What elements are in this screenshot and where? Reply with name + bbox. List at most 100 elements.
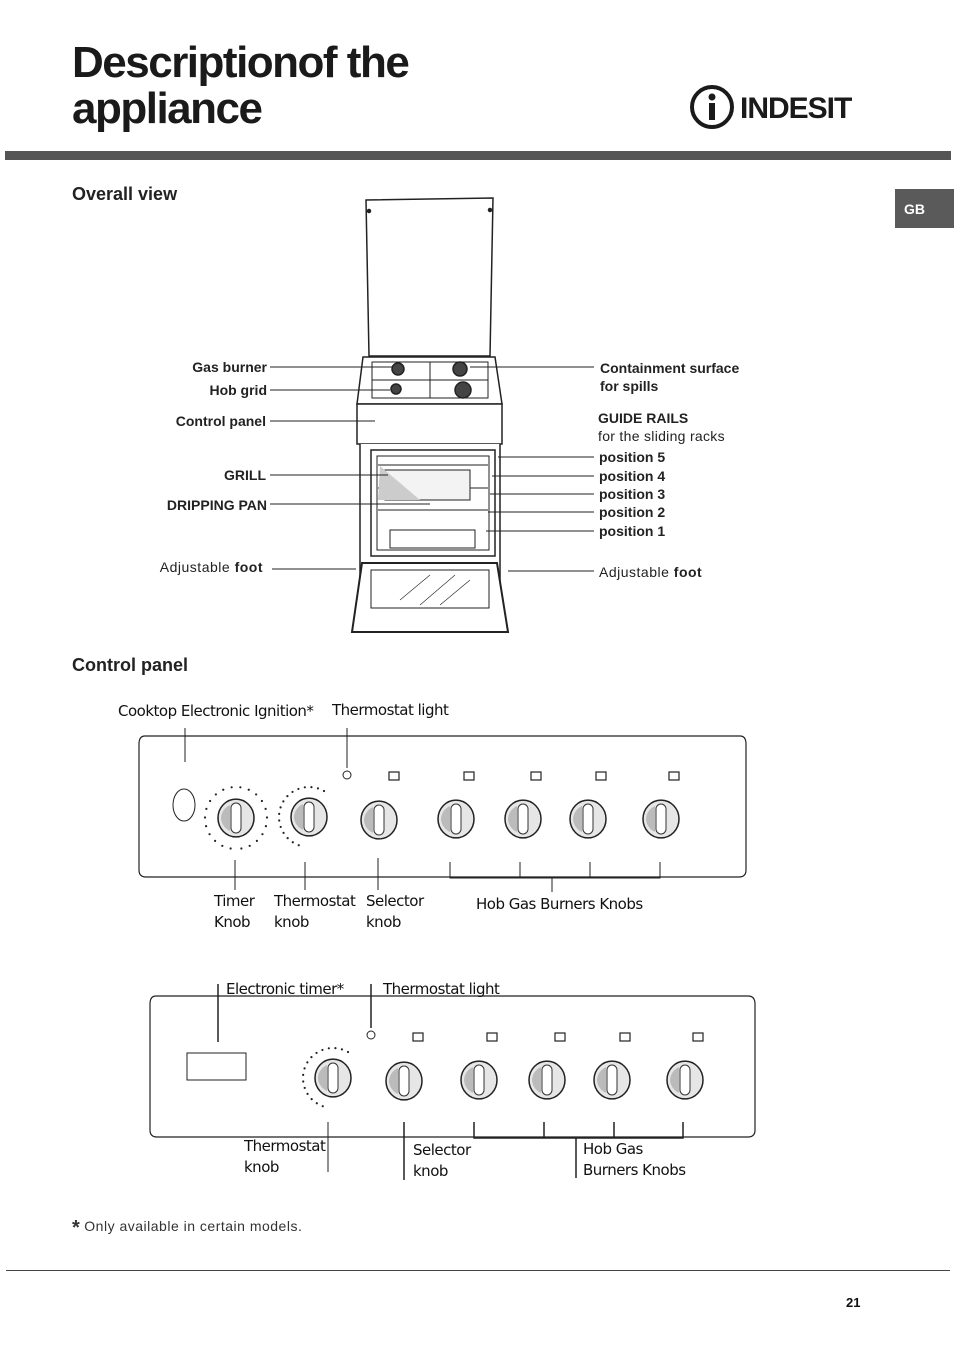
label-timer-knob: Timer Knob [214,891,255,933]
thermostat-line-2: knob [244,1158,279,1176]
label-position-4: position 4 [599,468,666,484]
thermostat-scale-dot [286,795,289,798]
timer-scale-dot [214,839,217,842]
label-selector-knob-1: Selector knob [366,891,424,933]
indesit-logo-icon: INDESIT [690,85,853,129]
page-title-line-1: Descriptionof the [72,38,410,87]
hob-line-1: Hob Gas [583,1140,643,1158]
hob-burner-icon [668,771,680,781]
hob-knob-2-4[interactable] [666,1060,704,1100]
label-dripping-pan: DRIPPING PAN [166,497,267,513]
brand-wordmark: INDESIT [740,92,852,125]
selector-knob-2[interactable] [385,1061,423,1101]
hob-knob-2-1[interactable] [460,1060,498,1100]
label-thermostat-light-2: Thermostat light [383,980,500,998]
thermostat-scale-dot [291,841,294,844]
timer-scale-dot [264,825,268,828]
thermostat-knob-2[interactable] [314,1058,352,1098]
hob-knob-1-3[interactable] [569,799,607,839]
thermostat-scale-dot [315,1102,318,1105]
hob-burner-icon [554,1032,566,1042]
thermostat-line-2: knob [274,913,309,931]
footnote: *Only available in certain models. [72,1217,302,1240]
overall-view-heading: Overall view [72,184,178,204]
label-thermostat-knob-2: Thermostat knob [244,1136,326,1178]
language-tab: GB [895,189,954,228]
thermostat-scale-dot [303,1086,306,1090]
label-guide-rails-sub: for the sliding racks [598,428,725,444]
thermostat-scale-dot [286,836,289,840]
hob-burner-icon [692,1032,704,1042]
footnote-star: * [72,1217,81,1239]
timer-line-2: Knob [214,913,251,931]
hob-burner-icon [486,1032,498,1042]
adjustable-text: Adjustable [159,559,231,575]
control-panel-heading: Control panel [72,655,188,675]
label-thermostat-light-1: Thermostat light [332,701,449,719]
timer-scale-dot [248,844,251,847]
label-position-5: position 5 [599,449,666,465]
hob-line-2: Burners Knobs [583,1161,686,1179]
brand-logo: INDESIT [690,82,870,137]
containment-line-2: for spills [600,378,659,394]
oven-mode-icon [412,1032,424,1042]
thermostat-scale-dot [302,1073,305,1076]
thermostat-scale-dot [327,1047,330,1050]
thermostat-scale-dot [297,787,300,791]
label-gas-burner: Gas burner [192,359,267,375]
label-hob-knobs-1: Hob Gas Burners Knobs [476,895,643,913]
label-containment-surface: Containment surface for spills [600,359,739,395]
hob-knob-1-4[interactable] [642,799,680,839]
label-adjustable-foot-left: Adjustable foot [160,559,263,575]
thermostat-scale-dot [322,789,326,793]
thermostat-scale-dot [282,831,285,834]
hob-burner-icon [463,771,475,781]
thermostat-scale-dot [302,1080,305,1083]
overall-leader-lines [270,366,594,572]
thermostat-scale-dot [340,1048,344,1051]
footer-rule [6,1270,950,1271]
label-position-1: position 1 [599,523,666,539]
thermostat-scale-dot [291,790,294,794]
timer-scale-dot [229,847,232,850]
hob-knob-2-3[interactable] [593,1060,631,1100]
page-number: 21 [846,1295,861,1310]
thermostat-scale-dot [310,1097,313,1101]
timer-scale-dot [230,786,233,789]
hob-knob-1-1[interactable] [437,799,475,839]
label-position-3: position 3 [599,486,666,502]
label-guide-rails: GUIDE RAILS [598,410,689,426]
thermostat-scale-dot [321,1105,324,1108]
selector-line-1: Selector [366,892,424,910]
timer-knob[interactable] [217,798,255,838]
page-title: Descriptionof the appliance [72,38,410,133]
thermostat-line-1: Thermostat [274,892,356,910]
foot-text: foot [234,559,263,575]
label-thermostat-knob-1: Thermostat knob [274,891,356,933]
hob-burner-icon [530,771,542,781]
thermostat-scale-dot [346,1050,350,1054]
thermostat-line-1: Thermostat [244,1137,326,1155]
thermostat-scale-dot [321,1048,324,1052]
thermostat-scale-dot [297,844,300,847]
hob-knob-2-2[interactable] [528,1060,566,1100]
timer-line-1: Timer [214,892,255,910]
timer-scale-dot [205,807,208,810]
timer-scale-dot [239,786,242,789]
thermostat-scale-dot [310,1056,313,1059]
timer-scale-dot [214,793,217,796]
timer-scale-dot [261,833,264,836]
label-grill: GRILL [224,467,266,483]
timer-scale-dot [222,788,225,791]
thermostat-scale-dot [278,819,281,822]
page-title-line-2: appliance [72,84,263,133]
timer-scale-dot [204,825,208,828]
timer-scale-dot [203,816,207,819]
timer-scale-dot [260,799,264,803]
hob-knob-1-2[interactable] [504,799,542,839]
selector-knob-1[interactable] [360,800,398,840]
label-adjustable-foot-right: Adjustable foot [599,564,702,580]
thermostat-knob-1[interactable] [290,797,328,837]
